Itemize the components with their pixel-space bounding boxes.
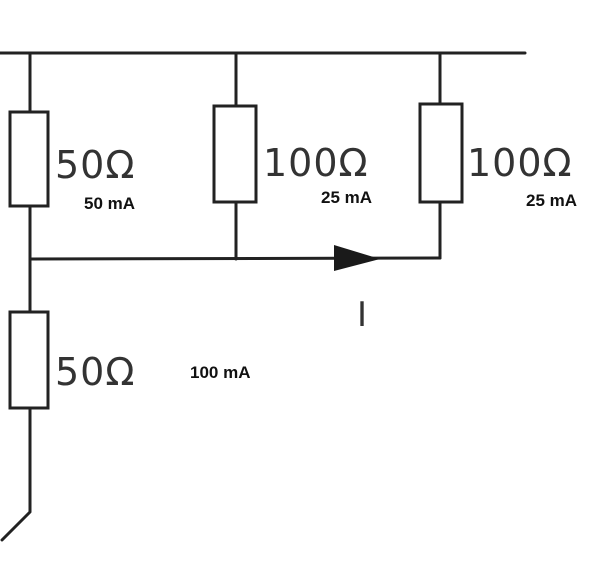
resistor-r4 bbox=[8, 310, 50, 410]
resistor-r4-current: 100 mA bbox=[190, 363, 250, 382]
resistor-r1-value: 50Ω bbox=[55, 143, 135, 187]
resistor-r3-value: 100Ω bbox=[467, 141, 573, 185]
current-arrow-label: I bbox=[357, 295, 367, 335]
resistor-r3 bbox=[418, 102, 464, 204]
resistor-r2 bbox=[212, 104, 258, 204]
resistor-r1 bbox=[8, 110, 50, 208]
resistor-r2-current: 25 mA bbox=[321, 188, 372, 207]
current-arrow-head bbox=[334, 245, 380, 271]
resistor-r2-value: 100Ω bbox=[263, 141, 369, 185]
left-branch-wire-bottom bbox=[0, 406, 32, 542]
resistor-r4-value: 50Ω bbox=[55, 350, 135, 394]
resistor-r3-current: 25 mA bbox=[526, 191, 577, 210]
resistor-r1-current: 50 mA bbox=[84, 194, 135, 213]
